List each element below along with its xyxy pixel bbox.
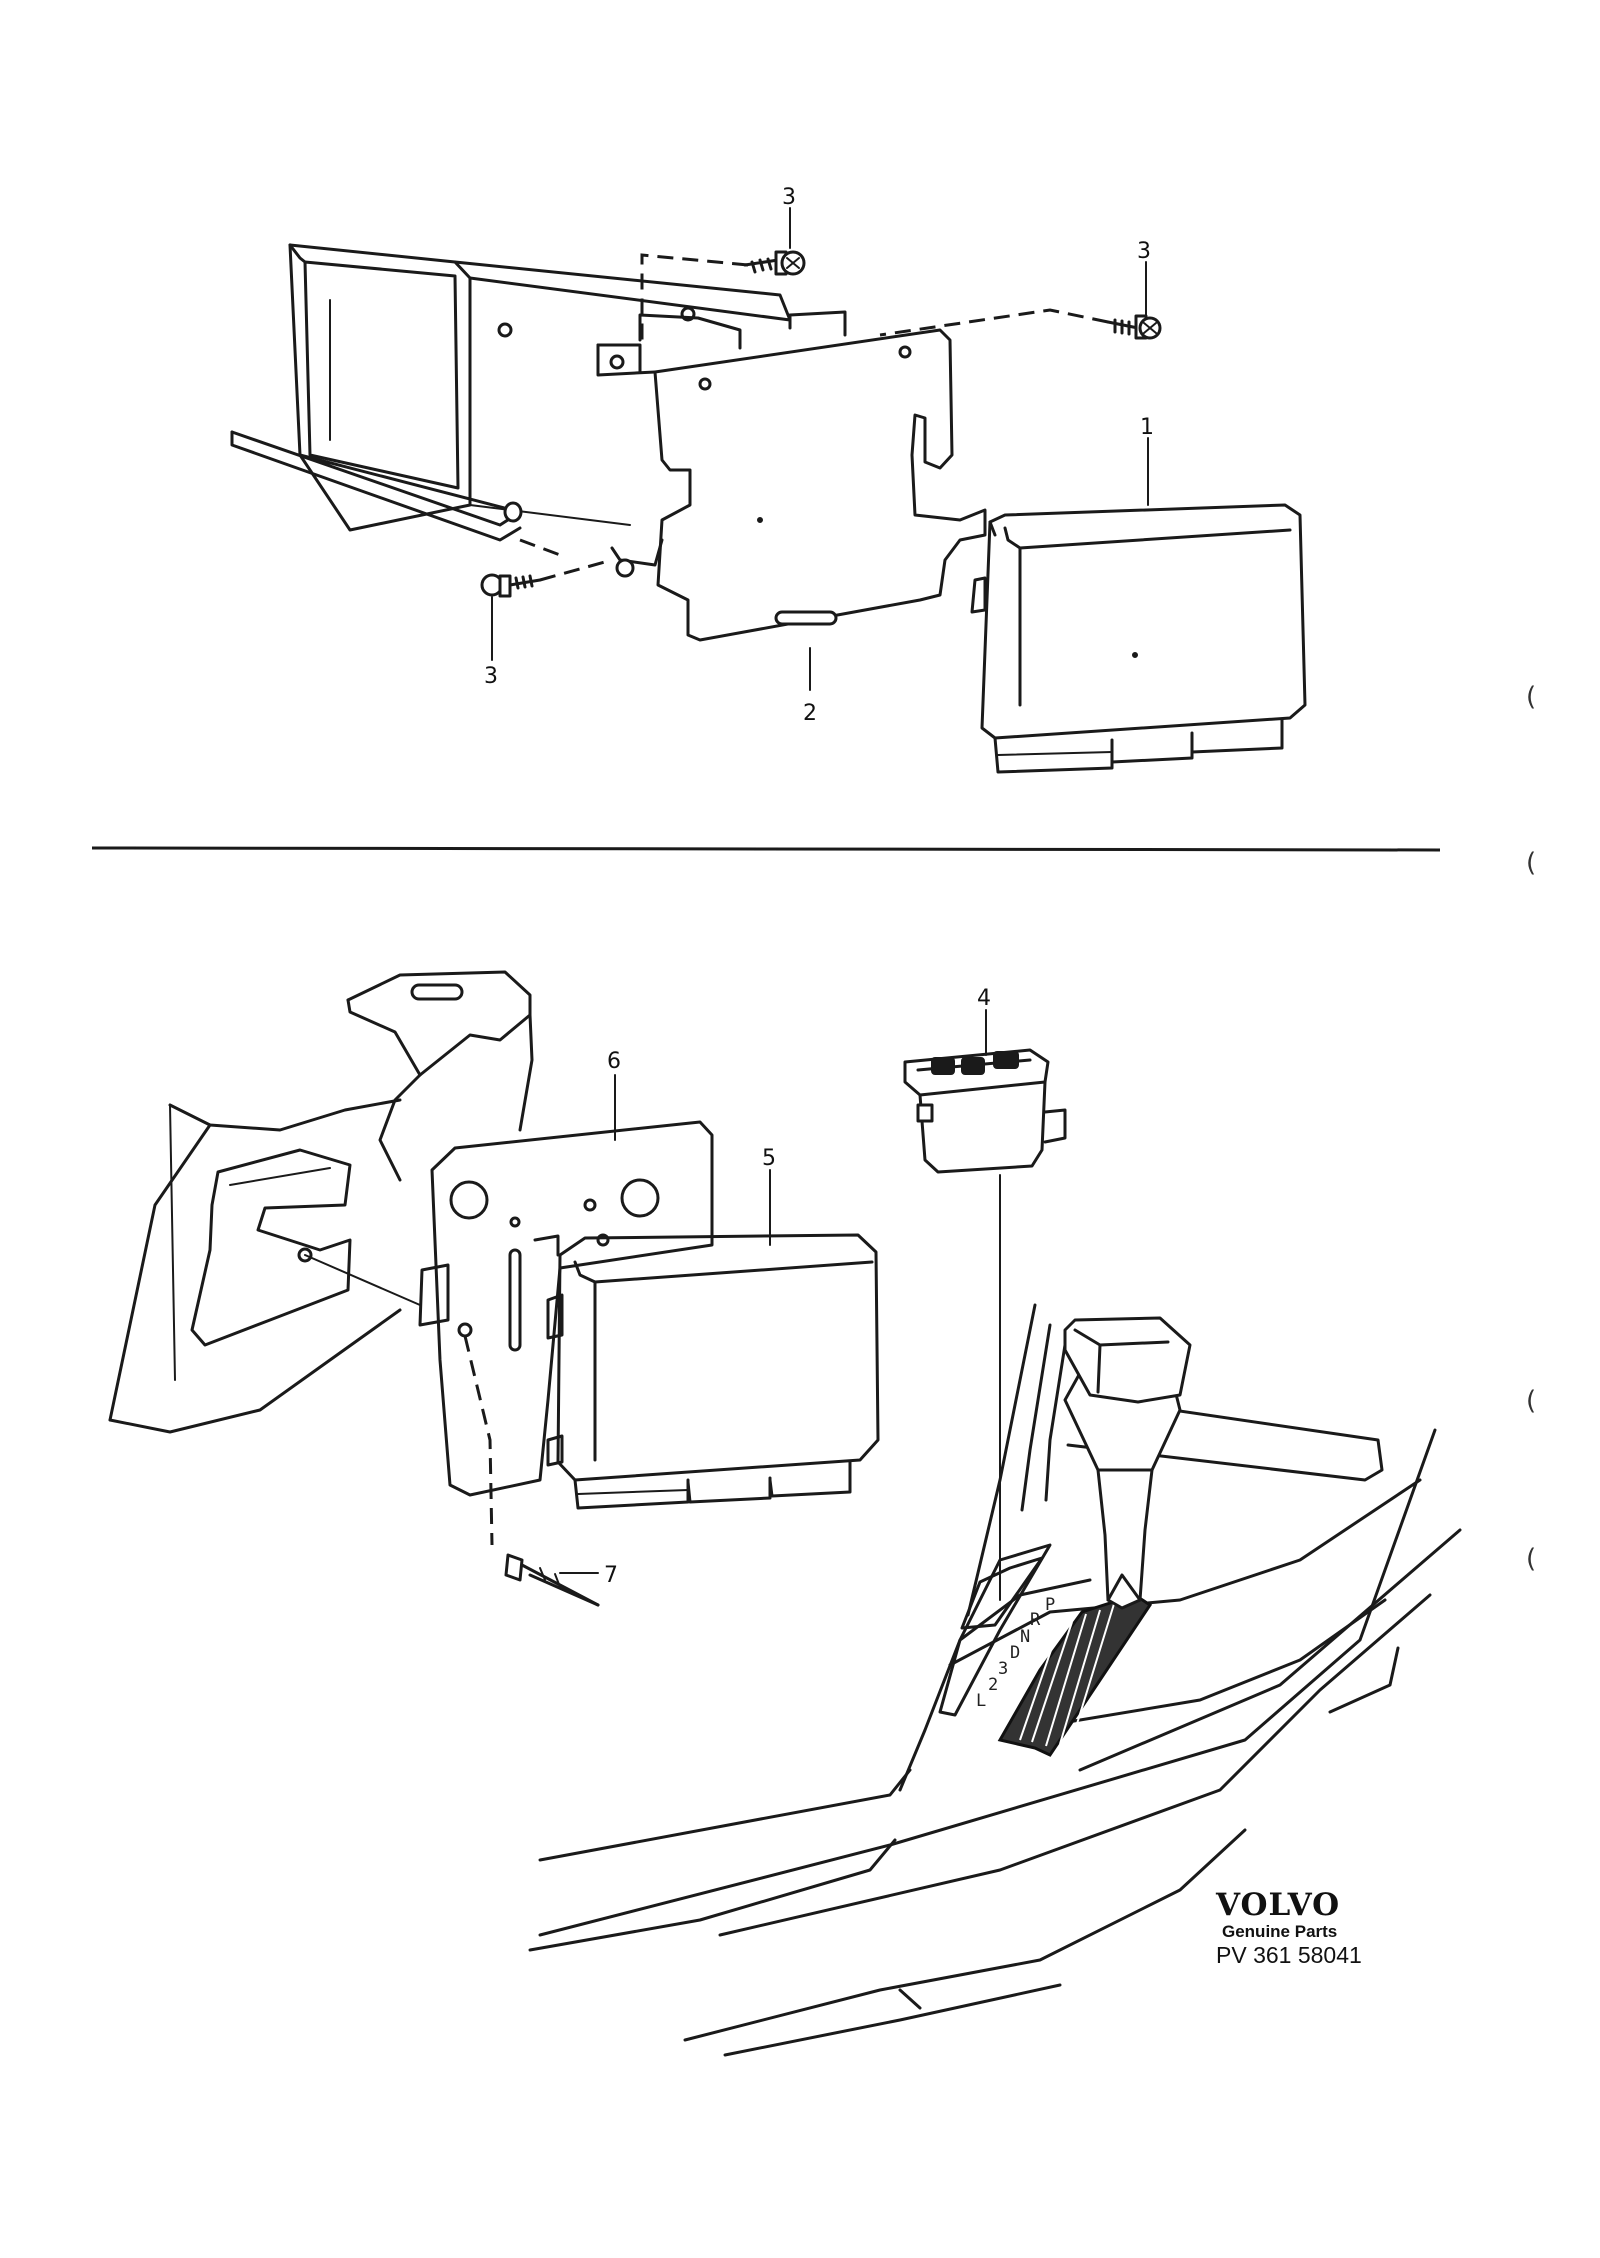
assembly-line-left (519, 538, 613, 582)
callout-2: 2 (803, 701, 817, 726)
volvo-logo: VOLVO (1216, 1887, 1341, 1923)
gear-console: P R N D 3 2 L (528, 1303, 1462, 2057)
gear-label-2: 2 (988, 1675, 998, 1695)
callout-3-top: 3 (782, 185, 796, 210)
callout-7: 7 (604, 1563, 618, 1588)
gear-label-p: P (1045, 1595, 1055, 1615)
gear-label-d: D (1010, 1643, 1020, 1663)
screw-top-right (1106, 314, 1162, 340)
assembly-line-right (879, 308, 1109, 337)
control-module-1 (970, 503, 1307, 774)
callout-1: 1 (1140, 415, 1154, 440)
dash-support-bracket (230, 243, 792, 542)
assembly-line-top (640, 253, 749, 345)
rivet-7 (463, 1335, 600, 1607)
brand-subtitle: Genuine Parts (1222, 1922, 1338, 1941)
callout-4: 4 (977, 986, 991, 1011)
bottom-assembly: P R N D 3 2 L 6 5 4 7 (108, 970, 1462, 2057)
mounting-plate-6 (418, 1120, 714, 1497)
screw-left (480, 573, 542, 598)
switch-4 (903, 1048, 1067, 1601)
screw-top-center (743, 250, 806, 276)
section-divider (91, 846, 1441, 852)
top-assembly: 3 3 1 2 3 (230, 185, 1307, 774)
shift-knob (1063, 1316, 1192, 1404)
mounting-plate-2 (596, 310, 987, 642)
callout-6: 6 (607, 1049, 621, 1074)
part-code: PV 361 58041 (1216, 1942, 1362, 1968)
gear-label-3: 3 (998, 1659, 1008, 1679)
callout-3-right: 3 (1137, 239, 1151, 264)
margin-mark-3: ( (1526, 1386, 1537, 1416)
brand-block: VOLVO Genuine Parts PV 361 58041 (1216, 1888, 1386, 1968)
control-module-5 (533, 1233, 880, 1510)
gear-label-n: N (1020, 1627, 1030, 1647)
plate-slot (774, 610, 838, 626)
gear-label-l: L (976, 1691, 986, 1711)
margin-mark-1: ( (1526, 682, 1537, 712)
margin-mark-4: ( (1526, 1544, 1537, 1574)
callout-3-left: 3 (484, 664, 498, 689)
gear-label-r: R (1030, 1610, 1041, 1630)
margin-mark-2: ( (1526, 848, 1537, 878)
callout-5: 5 (762, 1146, 776, 1171)
pedal-bracket (108, 970, 534, 1434)
